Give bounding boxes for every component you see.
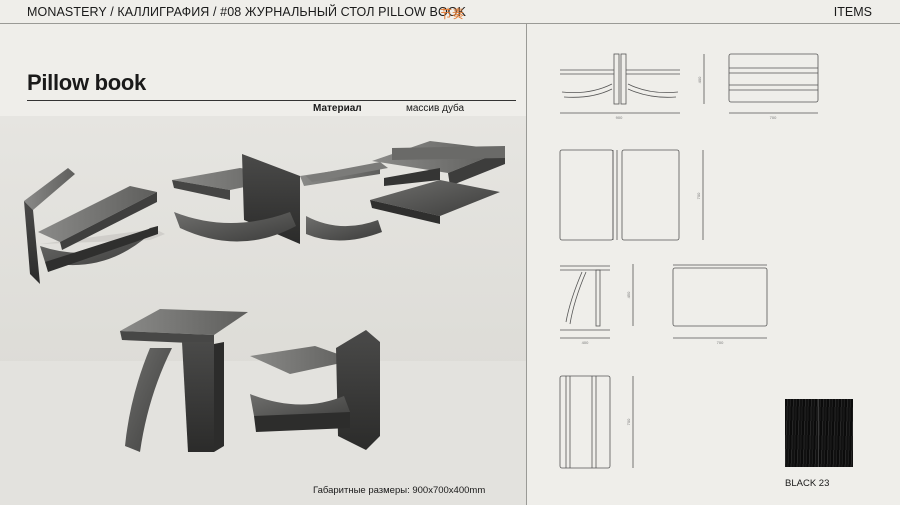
table-left xyxy=(24,168,165,284)
small-plan-depth-dim: 700 xyxy=(626,418,631,425)
top-bar: MONASTERY / КАЛЛИГРАФИЯ / #08 ЖУРНАЛЬНЫЙ… xyxy=(0,0,900,24)
finish-swatch[interactable] xyxy=(785,399,853,467)
overall-dimensions: Габаритные размеры: 900x700x400mm xyxy=(313,485,486,496)
vertical-divider xyxy=(526,24,527,505)
product-photo xyxy=(0,116,526,505)
table-middle xyxy=(172,154,388,244)
rhythm-label: 节奏 xyxy=(440,7,465,21)
side-height-dim: 450 xyxy=(626,291,631,298)
technical-drawings: 900 400 700 700 400 450 700 700 xyxy=(559,53,819,469)
plan-view-drawing xyxy=(559,149,704,241)
side2-view-drawing xyxy=(672,264,768,339)
front-view-drawing xyxy=(560,53,705,114)
finish-label: BLACK 23 xyxy=(785,478,830,489)
title-underline xyxy=(27,100,516,101)
table-front-right xyxy=(250,330,380,450)
top-view-drawing xyxy=(728,53,819,114)
small-plan-drawing xyxy=(559,375,634,469)
table-front-left xyxy=(120,309,248,452)
material-value: массив дуба xyxy=(406,103,465,114)
product-title: Pillow book xyxy=(27,70,146,95)
front-width-dim: 900 xyxy=(616,115,623,120)
top-width-dim: 700 xyxy=(770,115,777,120)
front-height-dim: 400 xyxy=(697,76,702,83)
side-width-dim: 400 xyxy=(582,340,589,345)
items-link[interactable]: ITEMS xyxy=(833,5,872,19)
material-label: Материал xyxy=(313,103,362,114)
table-right xyxy=(370,141,505,224)
side-view-drawing xyxy=(560,264,634,339)
plan-depth-dim: 700 xyxy=(696,192,701,199)
header-divider xyxy=(0,23,900,24)
breadcrumb[interactable]: MONASTERY / КАЛЛИГРАФИЯ / #08 ЖУРНАЛЬНЫЙ… xyxy=(27,5,467,19)
side2-width-dim: 700 xyxy=(717,340,724,345)
